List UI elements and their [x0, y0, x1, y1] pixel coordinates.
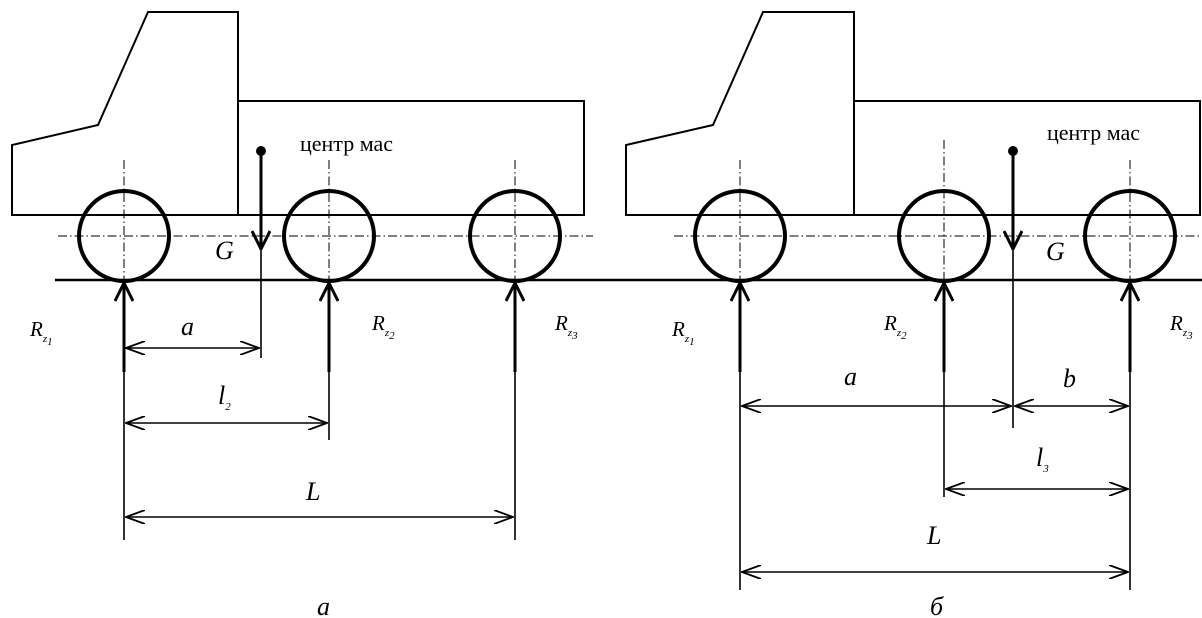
truck-a-cab: [11, 11, 239, 216]
truck-b-reaction-1-label: Rz1: [671, 317, 695, 348]
truck-b-dimension-L-label: L: [926, 521, 941, 550]
truck-a-dimension-L-label: L: [305, 477, 320, 506]
truck-a: центр мас G Rz1 Rz2 Rz3 a l2 L а: [11, 11, 593, 618]
truck-a-reaction-3-label: Rz3: [554, 311, 578, 342]
truck-b-reaction-2-label: Rz2: [883, 311, 907, 342]
truck-a-reaction-1-label: Rz1: [29, 317, 53, 348]
truck-a-dimension-l2-label: l2: [218, 381, 231, 413]
truck-b-caption: б: [930, 592, 944, 618]
truck-a-weight-label: G: [215, 236, 234, 265]
truck-a-body: [237, 100, 585, 216]
truck-b-body: [853, 100, 1201, 216]
truck-b-weight-label: G: [1046, 237, 1065, 266]
truck-a-reaction-2-label: Rz2: [371, 311, 395, 342]
truck-b-center-of-mass-label: центр мас: [1047, 120, 1140, 145]
truck-b-dimension-l3-label: l3: [1036, 443, 1049, 475]
truck-a-dimension-a-label: a: [181, 312, 194, 341]
truck-b-dimension-a-label: a: [844, 362, 857, 391]
truck-a-caption: а: [317, 592, 330, 618]
truck-b: центр мас G Rz1 Rz2 Rz3 a b l3 L б: [625, 11, 1202, 618]
truck-b-dimension-b-label: b: [1063, 364, 1076, 393]
truck-a-center-of-mass-label: центр мас: [300, 131, 393, 156]
truck-b-reaction-3-label: Rz3: [1169, 311, 1193, 342]
